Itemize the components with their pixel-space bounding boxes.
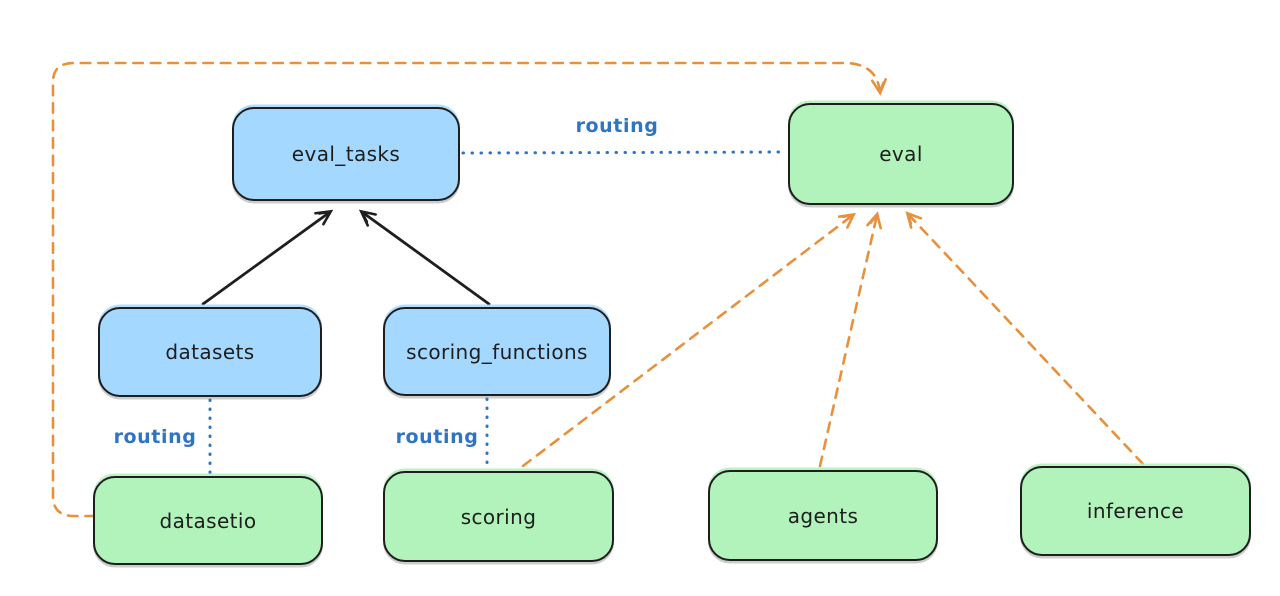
edge-scoring-functions-to-eval-tasks — [358, 209, 491, 306]
edge-label-routing-scoring: routing — [395, 426, 479, 448]
edge-eval-tasks-to-eval-routing — [461, 150, 787, 155]
node-scoring-functions-label: scoring_functions — [406, 339, 588, 364]
edge-inference-to-eval — [905, 211, 1145, 466]
edge-label-routing-datasets: routing — [113, 426, 197, 448]
node-eval-tasks: eval_tasks — [232, 107, 460, 201]
node-eval-tasks-label: eval_tasks — [291, 142, 401, 166]
node-inference: inference — [1020, 466, 1251, 556]
node-inference-label: inference — [1086, 499, 1185, 523]
node-eval-label: eval — [879, 142, 923, 166]
edge-scoring-to-eval — [521, 212, 857, 468]
node-datasetio-label: datasetio — [159, 508, 257, 533]
edge-datasetio-to-eval — [51, 61, 887, 518]
node-datasets: datasets — [98, 307, 322, 397]
node-datasets-label: datasets — [165, 340, 255, 364]
node-datasetio: datasetio — [93, 476, 323, 565]
edge-agents-to-eval — [818, 211, 882, 468]
node-agents: agents — [708, 470, 938, 561]
node-scoring-label: scoring — [460, 504, 537, 529]
node-agents-label: agents — [787, 503, 859, 528]
node-scoring: scoring — [383, 471, 614, 562]
node-scoring-functions: scoring_functions — [383, 307, 611, 396]
edge-datasets-to-eval-tasks — [201, 209, 334, 306]
edge-label-routing-top: routing — [575, 115, 659, 137]
node-eval: eval — [788, 103, 1014, 205]
